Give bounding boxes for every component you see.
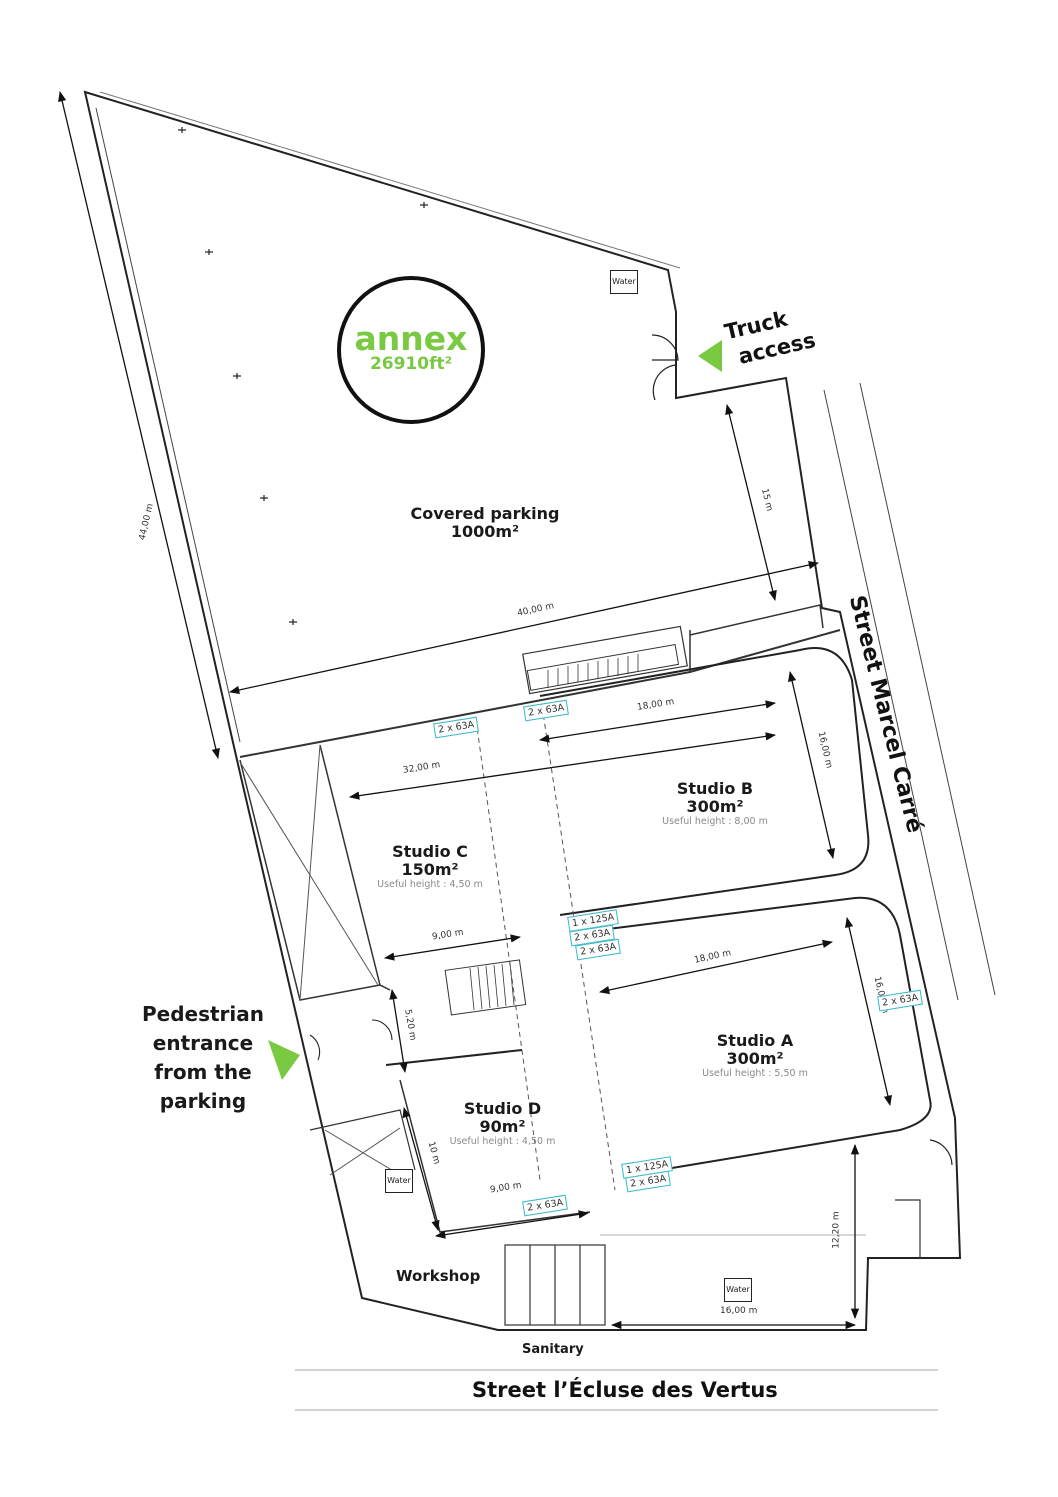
room-studio-b: Studio B 300m² Useful height : 8,00 m: [640, 779, 790, 828]
dim-16a-line: [845, 916, 892, 1107]
dim-10-line: [402, 1106, 440, 1232]
room-sanitary: Sanitary: [522, 1342, 584, 1357]
dim-16w: 16,00 m: [720, 1306, 758, 1316]
water-point-2: Water: [385, 1169, 413, 1193]
parking-wall: [239, 629, 841, 758]
parking-name: Covered parking: [410, 504, 560, 523]
dim-1220: 12,20 m: [831, 1211, 842, 1249]
studio-d-height: Useful height : 4,50 m: [449, 1135, 556, 1147]
pedestrian-line2: entrance: [152, 1031, 254, 1055]
dim-32-line: [348, 732, 777, 800]
sanitary-block: [504, 1244, 606, 1326]
stair-north: [526, 644, 680, 691]
street-south: Street l’Écluse des Vertus: [472, 1378, 778, 1402]
studio-b-area: 300m²: [686, 797, 744, 817]
studio-a-area: 300m²: [726, 1049, 784, 1069]
pedestrian-line1: Pedestrian: [141, 1002, 265, 1026]
pedestrian-line4: parking: [159, 1089, 247, 1113]
studio-a-name: Studio A: [716, 1031, 794, 1050]
annex-label: annex 26910ft²: [339, 322, 483, 375]
truck-access-arrow: [698, 340, 722, 372]
room-studio-c: Studio C 150m² Useful height : 4,50 m: [360, 842, 500, 891]
dim-520-line: [389, 988, 408, 1074]
room-studio-a: Studio A 300m² Useful height : 5,50 m: [690, 1031, 820, 1080]
annex-circle: [337, 276, 485, 424]
pedestrian-line3: from the: [154, 1060, 252, 1084]
room-workshop: Workshop: [396, 1267, 481, 1285]
studio-d-name: Studio D: [463, 1099, 542, 1118]
annex-area: 26910ft²: [369, 354, 453, 374]
studio-d-area: 90m²: [479, 1117, 526, 1137]
dim-9d-line: [434, 1210, 590, 1239]
water-point-1: Water: [610, 270, 638, 294]
studio-c-area: 150m²: [401, 860, 459, 880]
water-point-3: Water: [724, 1278, 752, 1302]
annex-title: annex: [354, 319, 468, 358]
dim-40-line: [228, 560, 820, 695]
dim-44-line: [58, 90, 220, 760]
room-parking: Covered parking 1000m²: [395, 504, 575, 542]
studio-b-height: Useful height : 8,00 m: [662, 815, 768, 827]
parking-area: 1000m²: [450, 522, 520, 542]
stair-south: [444, 959, 527, 1016]
dim-9c-line: [383, 934, 522, 961]
studio-a-height: Useful height : 5,50 m: [702, 1067, 808, 1079]
pedestrian-entrance-label: Pedestrian entrance from the parking: [138, 1000, 268, 1116]
dim-18a-line: [598, 939, 834, 995]
studio-a-cyc: [599, 896, 932, 1171]
studio-c-name: Studio C: [392, 842, 468, 861]
pedestrian-arrow: [268, 1040, 300, 1080]
building-outline: [83, 90, 962, 1331]
room-studio-d: Studio D 90m² Useful height : 4,50 m: [435, 1099, 570, 1148]
dim-16b-line: [788, 670, 835, 860]
studio-b-name: Studio B: [676, 779, 754, 798]
studio-c-height: Useful height : 4,50 m: [377, 878, 483, 890]
